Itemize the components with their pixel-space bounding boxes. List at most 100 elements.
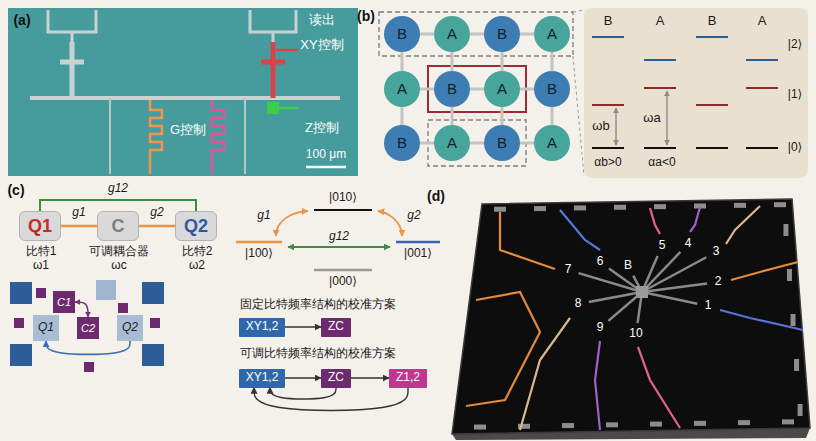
control-wire	[520, 318, 570, 430]
coupling-bus	[30, 96, 340, 100]
bond-pad	[782, 419, 794, 424]
callout-number: 2	[715, 275, 722, 289]
calibration-box: Z1,2	[389, 369, 427, 388]
connector	[75, 302, 88, 317]
control-wire	[650, 208, 660, 234]
node-text: ZC	[328, 371, 344, 385]
panel-d-chip	[452, 199, 810, 440]
node-annotation: ωb	[592, 119, 609, 134]
qubit-arm	[642, 257, 706, 292]
connector	[401, 52, 404, 71]
bond-pad	[734, 203, 746, 208]
qubit-box: Q1比特1 ω1	[19, 211, 61, 241]
readout-resonator	[250, 10, 296, 42]
node-text: Q1	[28, 216, 52, 237]
control-wire	[638, 347, 680, 428]
level-line	[396, 241, 440, 244]
bond-pad	[534, 206, 546, 211]
coupler-box: C可调耦合器 ωc	[97, 211, 139, 241]
control-wire	[690, 207, 700, 232]
coupling-label: g1	[70, 206, 87, 220]
qubit-circle: B	[534, 71, 570, 107]
qubit-square	[96, 280, 116, 300]
qubit-circle: B	[484, 16, 520, 52]
scale-label: 100 μm	[306, 148, 346, 162]
node-text: Q2	[184, 216, 208, 237]
node-text: A	[397, 80, 407, 97]
coupler-square	[150, 318, 160, 328]
qubit-circle: B	[384, 125, 420, 161]
node-annotation: 比特2 ω2	[173, 245, 221, 273]
node-annotation: |2⟩	[788, 38, 802, 52]
connector	[254, 388, 408, 411]
connector	[501, 52, 504, 71]
callout-number: 6	[597, 255, 604, 269]
annotation: XY控制	[300, 38, 343, 53]
bond-pad	[562, 423, 574, 428]
node-text: XY1,2	[246, 320, 279, 334]
bond-pad	[606, 422, 618, 427]
bond-pad	[787, 269, 792, 281]
state-label: |010⟩	[329, 191, 357, 205]
dashed-frame	[428, 120, 526, 166]
xy-control-line	[276, 49, 298, 52]
calibration-box: XY1,2	[239, 369, 285, 388]
callout-number: 9	[597, 321, 604, 335]
callout-number: 7	[565, 263, 572, 277]
node-annotation: 可调耦合器 ωc	[85, 245, 153, 273]
connector	[285, 377, 321, 378]
qubit-circle: A	[434, 125, 470, 161]
callout-number: B	[624, 259, 632, 273]
node-annotation: ωa	[643, 111, 660, 126]
coupler-meander	[150, 100, 162, 174]
connector	[139, 225, 175, 228]
node-text: C2	[81, 322, 95, 335]
connector	[351, 377, 389, 378]
control-wire	[500, 212, 555, 269]
connector	[470, 33, 484, 36]
panel-label: (c)	[7, 182, 24, 198]
bond-pad	[614, 205, 626, 210]
qubit-circle: A	[534, 125, 570, 161]
frequency-arrow	[666, 91, 667, 145]
control-wire	[731, 262, 798, 280]
bond-pad	[783, 224, 788, 236]
bond-pad	[494, 207, 506, 212]
coupler-meander	[212, 100, 224, 174]
connector	[270, 388, 336, 400]
connector	[40, 200, 196, 211]
connector	[520, 33, 534, 36]
control-wire	[560, 210, 600, 250]
node-text: Z1,2	[396, 371, 420, 385]
coupling-arrow	[378, 211, 402, 236]
coupling-label: g2	[407, 209, 420, 223]
node-text: XY1,2	[246, 371, 279, 385]
qubit-arm	[579, 273, 642, 292]
center-bus	[636, 286, 648, 298]
control-wire	[466, 292, 540, 406]
coupler-square	[14, 318, 24, 328]
connector	[451, 52, 454, 71]
connector	[451, 107, 454, 125]
qubit-square	[142, 344, 164, 366]
bond-pad	[694, 421, 706, 426]
qubit-circle: B	[484, 125, 520, 161]
callout-number: 10	[629, 327, 642, 341]
callout-number: 4	[685, 237, 692, 251]
coupler-square: C2	[77, 317, 99, 339]
control-wire	[595, 341, 600, 430]
qubit-arm	[642, 252, 680, 292]
level-2-line	[592, 37, 778, 60]
state-label: |001⟩	[404, 247, 432, 261]
unit-cell-frame	[428, 66, 526, 112]
coupling-arrow	[276, 211, 308, 236]
qubit-circle: A	[534, 16, 570, 52]
bond-pad	[794, 359, 799, 371]
connector	[520, 88, 534, 91]
node-text: B	[447, 80, 457, 97]
scheme-title: 可调比特频率结构的校准方案	[240, 347, 396, 361]
panel-a-micrograph	[8, 8, 358, 176]
callout-number: 3	[713, 245, 720, 259]
